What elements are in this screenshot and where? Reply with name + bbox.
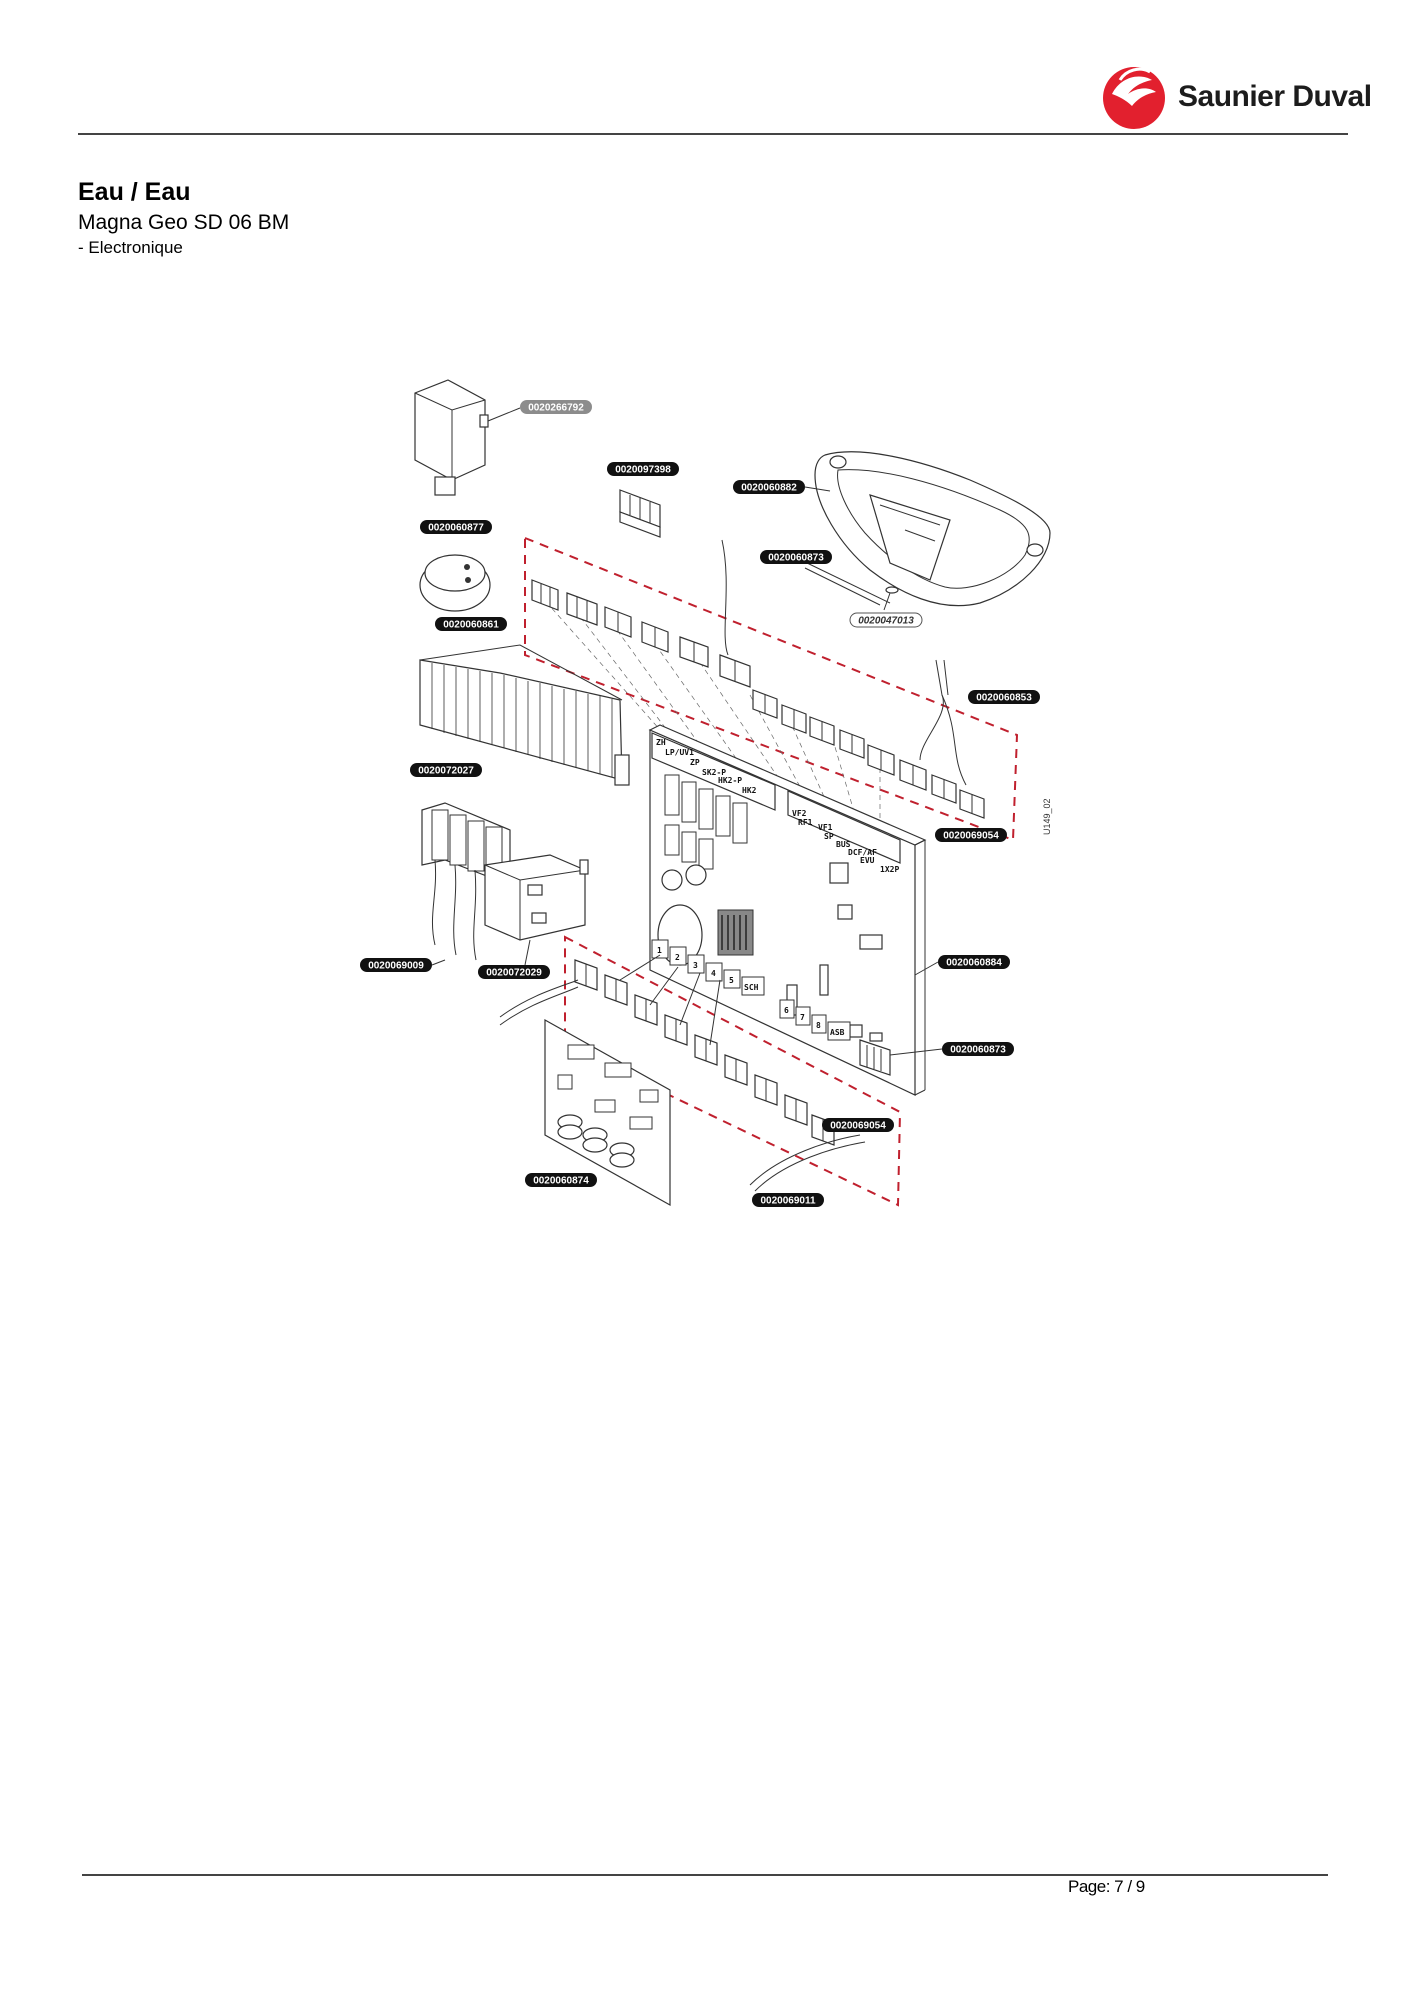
footer-divider xyxy=(82,1874,1328,1876)
terminal-labels: ZH LP/UV1 ZP SK2-P HK2-P HK2 VF2 RF1 VF1… xyxy=(656,738,899,1037)
terminal-block-part xyxy=(419,644,630,786)
svg-text:0020060853: 0020060853 xyxy=(976,693,1032,704)
svg-text:SK2-P: SK2-P xyxy=(702,768,726,777)
svg-text:3: 3 xyxy=(693,961,698,970)
secondary-pcb-part xyxy=(544,1018,671,1207)
svg-text:0020069011: 0020069011 xyxy=(760,1196,816,1207)
svg-text:BUS: BUS xyxy=(836,840,851,849)
connector-group-outline-top xyxy=(524,536,1019,842)
svg-text:5: 5 xyxy=(729,976,734,985)
svg-text:ZP: ZP xyxy=(690,758,700,767)
part-label-0020069011: 0020069011 xyxy=(752,1193,824,1207)
svg-text:SP: SP xyxy=(824,832,834,841)
svg-text:EVU: EVU xyxy=(860,856,875,865)
svg-text:HK2: HK2 xyxy=(742,786,757,795)
control-panel-part xyxy=(814,451,1051,607)
saunier-duval-logo-icon xyxy=(1103,67,1165,129)
svg-text:0020060882: 0020060882 xyxy=(741,483,797,494)
svg-text:7: 7 xyxy=(800,1013,805,1022)
section-name: - Electronique xyxy=(78,238,183,257)
page-number: Page: 7 / 9 xyxy=(1068,1877,1145,1896)
pcb-connector xyxy=(859,1039,891,1076)
part-label-0020060861: 0020060861 xyxy=(435,617,507,631)
part-label-0020060873-bottom: 0020060873 xyxy=(942,1042,1014,1056)
svg-text:ZH: ZH xyxy=(656,738,666,747)
svg-text:0020060873: 0020060873 xyxy=(950,1045,1006,1056)
svg-text:1X2P: 1X2P xyxy=(880,865,899,874)
screw-part xyxy=(883,586,899,611)
svg-text:0020060861: 0020060861 xyxy=(443,620,499,631)
part-label-0020060877: 0020060877 xyxy=(420,520,492,534)
plug-connector-part xyxy=(619,489,661,538)
svg-text:0020047013: 0020047013 xyxy=(858,616,914,627)
part-label-0020060882: 0020060882 xyxy=(733,480,805,494)
part-label-0020072029: 0020072029 xyxy=(478,965,550,979)
svg-text:ASB: ASB xyxy=(830,1028,845,1037)
brand-name: Saunier Duval xyxy=(1178,80,1372,113)
svg-text:4: 4 xyxy=(711,969,716,978)
part-label-0020060853: 0020060853 xyxy=(968,690,1040,704)
main-pcb-part xyxy=(648,724,927,1096)
svg-text:0020097398: 0020097398 xyxy=(615,465,671,476)
svg-text:0020069054: 0020069054 xyxy=(943,831,999,842)
svg-text:SCH: SCH xyxy=(744,983,759,992)
part-label-0020060884: 0020060884 xyxy=(938,955,1010,969)
svg-text:0020072027: 0020072027 xyxy=(418,766,474,777)
part-number-text: 0020266792 xyxy=(528,403,584,414)
svg-text:1: 1 xyxy=(657,946,662,955)
svg-text:0020060877: 0020060877 xyxy=(428,523,484,534)
svg-text:2: 2 xyxy=(675,953,680,962)
svg-text:0020060884: 0020060884 xyxy=(946,958,1002,969)
part-label-0020060874: 0020060874 xyxy=(525,1173,597,1187)
svg-text:VF2: VF2 xyxy=(792,809,807,818)
svg-text:0020069009: 0020069009 xyxy=(368,961,424,972)
outdoor-sensor-part xyxy=(414,379,521,496)
svg-text:0020069054: 0020069054 xyxy=(830,1121,886,1132)
svg-text:RF1: RF1 xyxy=(798,818,813,827)
svg-text:0020060874: 0020060874 xyxy=(533,1176,589,1187)
connector-group-outline-bottom xyxy=(564,935,902,1207)
plug-connectors-bottom xyxy=(574,959,835,1146)
svg-text:8: 8 xyxy=(816,1021,821,1030)
drawing-reference: U149_02 xyxy=(1042,798,1052,835)
plug-connectors-top xyxy=(531,579,985,819)
exploded-parts-diagram: 0020266792 0020097398 0020060882 0020060… xyxy=(360,379,1052,1207)
part-label-0020060873: 0020060873 xyxy=(760,550,832,564)
contactor-part xyxy=(484,854,589,941)
capacitor-part xyxy=(419,554,491,612)
svg-text:0020072029: 0020072029 xyxy=(486,968,542,979)
svg-text:0020060873: 0020060873 xyxy=(768,553,824,564)
page-title: Eau / Eau xyxy=(78,178,191,206)
part-label-0020072027: 0020072027 xyxy=(410,763,482,777)
part-label-0020069054-bottom: 0020069054 xyxy=(822,1118,894,1132)
header-divider xyxy=(78,133,1348,135)
part-label-0020047013: 0020047013 xyxy=(849,612,923,628)
svg-text:LP/UV1: LP/UV1 xyxy=(665,748,694,757)
svg-text:6: 6 xyxy=(784,1006,789,1015)
svg-text:HK2-P: HK2-P xyxy=(718,776,742,785)
svg-text:DCF/AF: DCF/AF xyxy=(848,848,877,857)
part-label-0020069054: 0020069054 xyxy=(935,828,1007,842)
part-label-0020069009: 0020069009 xyxy=(360,958,432,972)
svg-text:VF1: VF1 xyxy=(818,823,833,832)
model-name: Magna Geo SD 06 BM xyxy=(78,211,290,234)
part-label-0020097398: 0020097398 xyxy=(607,462,679,476)
part-label-0020266792: 0020266792 xyxy=(520,400,592,414)
